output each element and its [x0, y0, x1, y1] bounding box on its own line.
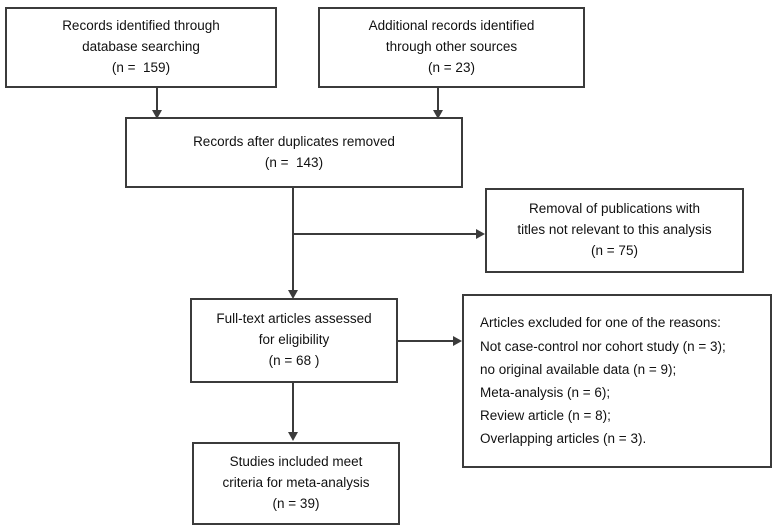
- box-studies-included: Studies included meet criteria for meta-…: [192, 442, 400, 525]
- box-full-text-assessed-line-2: for eligibility: [258, 332, 330, 348]
- box-database-records-line-1: Records identified through: [62, 18, 220, 34]
- box-after-duplicates-line-1: Records after duplicates removed: [193, 133, 395, 149]
- box-articles-excluded: Articles excluded for one of the reasons…: [462, 294, 772, 468]
- box-articles-excluded-reason-4: Review article (n = 8);: [480, 408, 611, 424]
- box-other-records-line-2: through other sources: [385, 39, 518, 55]
- arrowhead-fulltext-to-excluded: [453, 335, 462, 346]
- box-full-text-assessed-count: (n = 68 ): [268, 352, 320, 368]
- box-full-text-assessed-line-1: Full-text articles assessed: [216, 311, 372, 327]
- box-after-duplicates-count: (n = 143): [264, 154, 324, 170]
- box-other-records-line-1: Additional records identified: [368, 18, 535, 34]
- box-articles-excluded-reason-2: no original available data (n = 9);: [480, 361, 677, 377]
- box-studies-included-line-2: criteria for meta-analysis: [222, 475, 370, 491]
- box-articles-excluded-reason-1: Not case-control nor cohort study (n = 3…: [480, 338, 726, 354]
- connector-duplicates-to-titles-removed: [292, 233, 476, 235]
- box-titles-removed-line-2: titles not relevant to this analysis: [517, 222, 712, 238]
- box-other-records-count: (n = 23): [428, 59, 475, 75]
- box-full-text-assessed: Full-text articles assessed for eligibil…: [190, 298, 398, 383]
- box-other-records: Additional records identified through ot…: [318, 7, 585, 88]
- box-studies-included-line-1: Studies included meet: [229, 454, 363, 470]
- box-database-records: Records identified through database sear…: [5, 7, 277, 88]
- box-database-records-line-2: database searching: [82, 39, 200, 55]
- connector-database-to-duplicates: [156, 88, 158, 112]
- arrowhead-other-to-duplicates: [432, 110, 443, 119]
- box-studies-included-count: (n = 39): [272, 495, 320, 511]
- connector-fulltext-to-excluded: [398, 340, 453, 342]
- arrowhead-duplicates-to-titles-removed: [476, 228, 485, 239]
- box-articles-excluded-heading: Articles excluded for one of the reasons…: [480, 315, 721, 331]
- box-database-records-count: (n = 159): [111, 59, 171, 75]
- box-articles-excluded-reason-3: Meta-analysis (n = 6);: [480, 385, 611, 400]
- box-titles-removed: Removal of publications with titles not …: [485, 188, 744, 273]
- box-articles-excluded-reason-5: Overlapping articles (n = 3).: [480, 431, 647, 447]
- box-titles-removed-line-1: Removal of publications with: [528, 201, 701, 217]
- box-titles-removed-count: (n = 75): [591, 242, 638, 258]
- box-after-duplicates: Records after duplicates removed (n = 14…: [125, 117, 463, 188]
- arrowhead-duplicates-to-fulltext: [287, 290, 298, 299]
- connector-duplicates-to-fulltext: [292, 188, 294, 293]
- arrowhead-database-to-duplicates: [151, 110, 162, 119]
- arrowhead-fulltext-to-included: [287, 432, 298, 441]
- connector-fulltext-to-included: [292, 383, 294, 435]
- connector-other-to-duplicates: [437, 88, 439, 112]
